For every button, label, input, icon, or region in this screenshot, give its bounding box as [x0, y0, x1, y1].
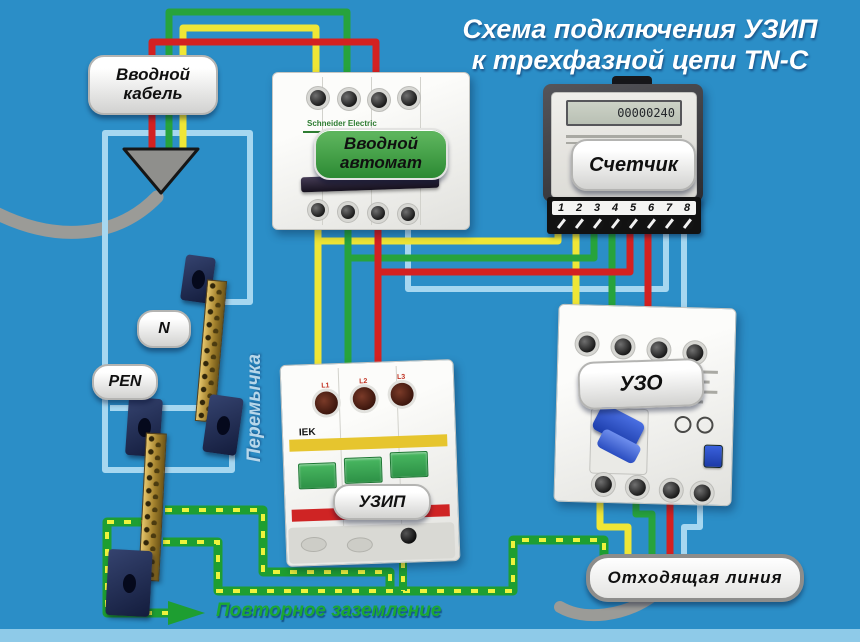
uzip-bottom-oval [300, 536, 328, 553]
breaker-bottom-screw [341, 205, 355, 219]
meter-terminal-strip: 1 2 3 4 5 6 7 8 [547, 197, 701, 234]
input-breaker-label-line2: автомат [340, 153, 422, 172]
terminal-number: 7 [665, 202, 673, 214]
terminal-number: 1 [557, 202, 565, 214]
input-breaker-label-line1: Вводной [343, 134, 419, 154]
jumper-annotation: Перемычка [244, 353, 265, 463]
diagram-title: Схема подключения УЗИП к трехфазной цепи… [428, 14, 852, 76]
wire-n-uzo-out [681, 493, 703, 558]
wire-pen-to-n-busbar [102, 130, 253, 473]
terminal-screw-icon [680, 217, 694, 230]
breaker-top-screw [341, 91, 357, 107]
uzip-status-window [343, 456, 383, 484]
terminal-screw-icon [644, 217, 658, 230]
n-bus-label-text: N [158, 320, 170, 338]
terminal-number: 4 [611, 202, 619, 214]
breaker-top-screw [401, 90, 417, 106]
uzip-brand-text: IEK [298, 426, 316, 439]
uzo-top-screw [614, 338, 632, 356]
uzo-label: УЗО [577, 357, 705, 411]
uzo-label-text: УЗО [618, 371, 664, 397]
uzip-status-window [297, 462, 337, 490]
wire-l2-breaker-to-meter [346, 226, 598, 262]
uzip-terminal [390, 382, 415, 407]
uzip-label: УЗИП [333, 484, 431, 520]
breaker-top-screw [310, 90, 326, 106]
wire-pe-to-outgoing-dash [163, 538, 606, 593]
uzip-terminal-label: L3 [396, 373, 406, 382]
pe-dashed-wires [102, 505, 609, 625]
input-cable-label: Вводной кабель [88, 55, 218, 115]
pen-bus-label-text: PEN [108, 373, 142, 391]
uzip-device: L1 L2 L3 IEK [279, 359, 461, 567]
breaker-bottom-screw [311, 203, 325, 217]
diagram-title-line1: Схема подключения УЗИП [462, 14, 818, 44]
regrounding-annotation: Повторное заземление [216, 600, 442, 621]
uzo-bottom-screw [693, 484, 711, 502]
terminal-number: 6 [647, 202, 655, 214]
meter-label-text: Счетчик [589, 154, 678, 176]
uzo-test-button [703, 444, 723, 469]
outgoing-line-label: Отходящая линия [586, 554, 804, 602]
wire-l3-breaker-to-meter [376, 226, 634, 276]
terminal-screw-icon [590, 217, 604, 230]
uzip-terminal [352, 386, 377, 411]
uzo-top-screw [578, 335, 596, 353]
terminal-number: 3 [593, 202, 601, 214]
terminal-number: 2 [575, 202, 583, 214]
uzip-status-window [389, 450, 429, 479]
meter-label: Счетчик [571, 139, 696, 191]
cable-entry-triangle-icon [122, 147, 200, 195]
grounding-arrow-icon [168, 601, 205, 625]
terminal-number-band: 1 2 3 4 5 6 7 8 [552, 201, 696, 215]
pen-busbar-bracket-bottom [105, 548, 153, 618]
incoming-cable-gray [0, 190, 164, 239]
uzo-dial-icon [696, 416, 714, 434]
wire-l1-uzo-out [596, 493, 632, 558]
terminal-screw-row [552, 217, 696, 230]
uzo-top-screw [650, 341, 668, 359]
input-cable-label-line2: кабель [123, 84, 183, 103]
input-cable-label-line1: Вводной [115, 65, 191, 85]
uzip-terminal [314, 391, 339, 415]
input-breaker-label: Вводной автомат [314, 128, 448, 180]
uzo-bottom-screw [628, 478, 647, 497]
diagram-title-line2: к трехфазной цепи TN-C [471, 45, 809, 75]
n-bus-label: N [137, 310, 191, 348]
uzip-terminal-label: L1 [321, 382, 330, 390]
outgoing-line-label-text: Отходящая линия [607, 567, 783, 587]
uzip-label-text: УЗИП [358, 491, 406, 511]
breaker-bottom-screw [401, 207, 415, 221]
breaker-bottom-screw [371, 206, 385, 220]
terminal-screw-icon [572, 217, 586, 230]
breaker-top-screw [371, 92, 387, 108]
meter-markings [566, 135, 682, 138]
uzo-bottom-screw [662, 481, 680, 499]
uzip-ground-screw [400, 527, 417, 544]
terminal-number: 5 [629, 202, 637, 214]
bottom-strip [0, 629, 860, 642]
terminal-screw-icon [662, 217, 676, 230]
pen-bus-label: PEN [92, 364, 158, 400]
uzo-bottom-screw [594, 475, 613, 494]
breaker-brand-text: Schneider Electric [307, 119, 377, 128]
terminal-screw-icon [626, 217, 640, 230]
meter-lcd-digits: 00000240 [617, 106, 675, 120]
terminal-screw-icon [608, 217, 622, 230]
terminal-screw-icon [554, 217, 568, 230]
wire-pe-branch1-dash [165, 508, 392, 591]
terminal-number: 8 [683, 202, 691, 214]
uzip-bottom-oval [346, 536, 374, 553]
uzip-terminal-label: L2 [359, 378, 368, 386]
uzip-bottom-zone [288, 522, 456, 564]
meter-lcd-display: 00000240 [566, 100, 682, 126]
uzo-dial-icon [674, 415, 692, 434]
